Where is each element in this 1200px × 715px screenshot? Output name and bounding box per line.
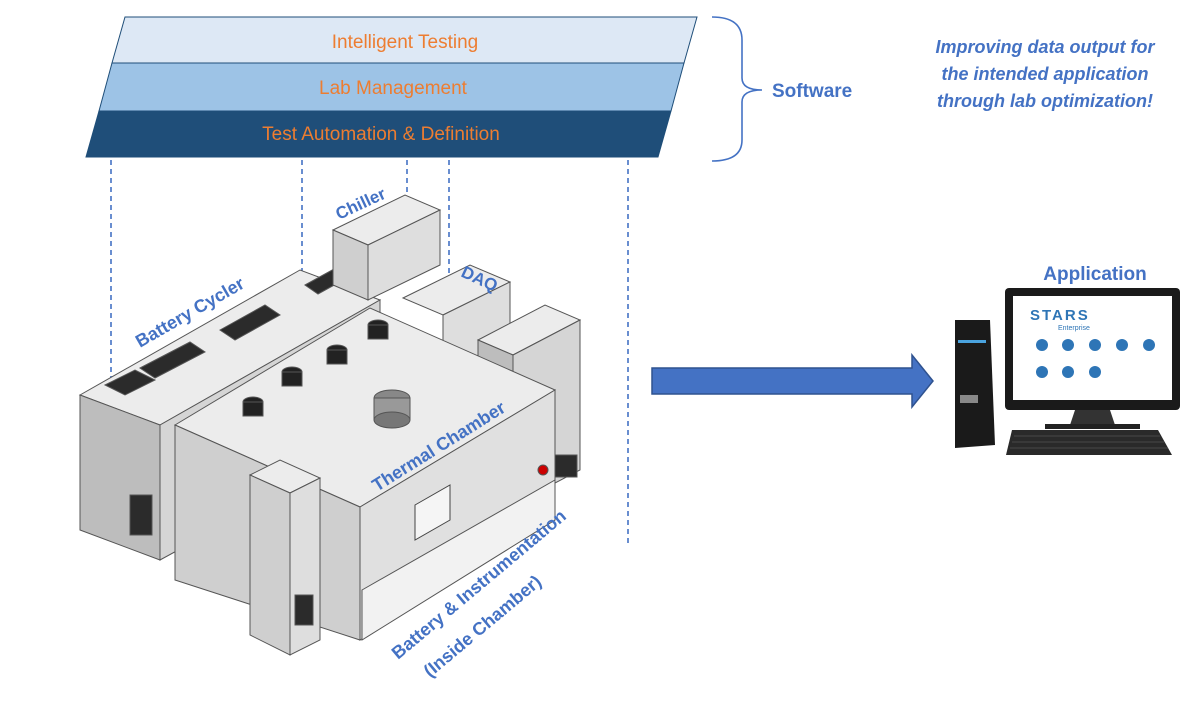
front-cabinet bbox=[248, 459, 322, 656]
desktop-computer: STARS Enterprise bbox=[955, 288, 1180, 455]
screen-subtitle: Enterprise bbox=[1058, 325, 1090, 332]
software-label: Software bbox=[772, 81, 852, 102]
software-brace bbox=[711, 16, 763, 162]
keyboard-keys bbox=[1010, 435, 1168, 449]
tagline: Improving data output for the intended a… bbox=[935, 37, 1155, 111]
pc-tower bbox=[955, 320, 995, 448]
flow-arrow bbox=[651, 352, 934, 410]
keyboard bbox=[1006, 430, 1172, 455]
screen-logo: STARS bbox=[1030, 307, 1090, 324]
layer-test-automation-label: Test Automation & Definition bbox=[262, 124, 500, 145]
layer-test-automation bbox=[85, 110, 672, 158]
chiller bbox=[331, 194, 442, 301]
monitor: STARS Enterprise bbox=[1005, 288, 1180, 429]
software-stack: Intelligent Testing Lab Management Test … bbox=[85, 16, 698, 158]
lab-equipment bbox=[78, 194, 582, 656]
layer-intelligent-testing-label: Intelligent Testing bbox=[332, 32, 478, 53]
application-title: Application bbox=[1043, 264, 1146, 285]
layer-lab-management-label: Lab Management bbox=[319, 78, 468, 99]
